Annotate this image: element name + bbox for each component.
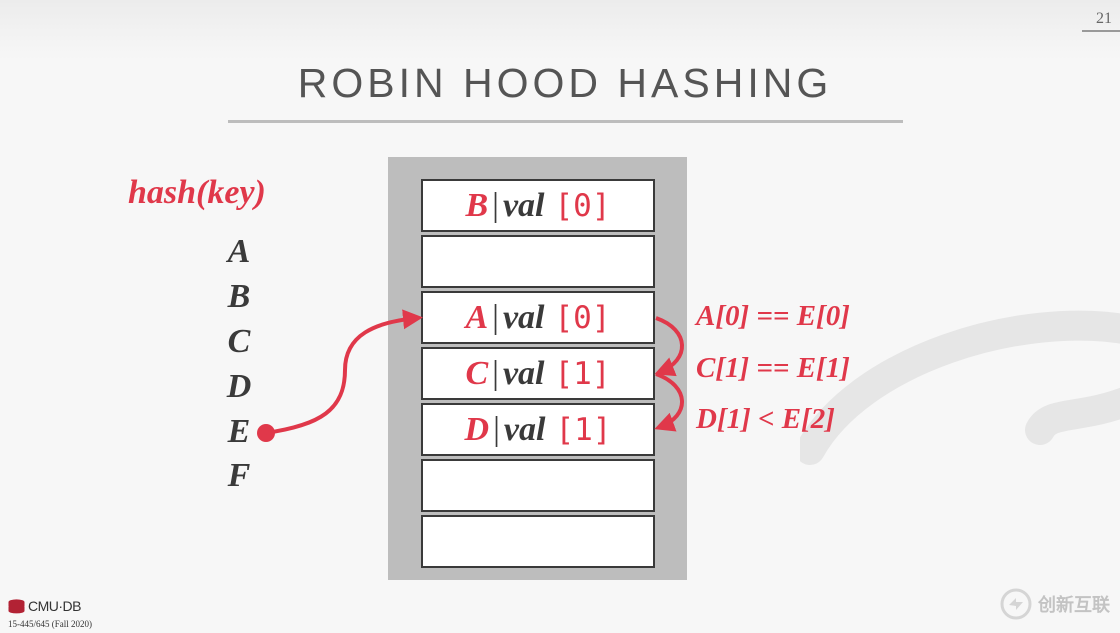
slot-value: val bbox=[502, 354, 545, 392]
key-c: C bbox=[227, 323, 251, 360]
hash-function-label: hash(key) bbox=[128, 174, 266, 211]
slot-value: val bbox=[502, 186, 545, 224]
slot-separator: | bbox=[493, 410, 500, 448]
slot-1 bbox=[421, 235, 655, 288]
key-a: A bbox=[227, 233, 251, 270]
comparison-note: A[0] == E[0] bbox=[696, 300, 850, 332]
slot-distance: [0] bbox=[554, 299, 611, 336]
brand-text: 创新互联 bbox=[1038, 595, 1110, 616]
logo-text: CMU·DB bbox=[28, 598, 82, 614]
slot-2: A | val [0] bbox=[421, 291, 655, 344]
corner-brand: 创新互联 bbox=[1000, 588, 1110, 620]
comparison-note: C[1] == E[1] bbox=[696, 352, 850, 384]
slide-title: ROBIN HOOD HASHING bbox=[297, 60, 833, 106]
key-b: B bbox=[227, 278, 251, 315]
slot-key: A bbox=[465, 298, 489, 336]
slot-distance: [0] bbox=[554, 187, 611, 224]
key-f: F bbox=[227, 457, 251, 494]
slot-value: val bbox=[503, 410, 546, 448]
slide-number: 21 bbox=[1096, 10, 1112, 27]
course-label: 15-445/645 (Fall 2020) bbox=[8, 619, 92, 629]
slot-4: D | val [1] bbox=[421, 403, 655, 456]
brand-icon bbox=[1000, 588, 1032, 620]
slot-key: D bbox=[464, 410, 490, 448]
watermark-swirl-icon bbox=[800, 310, 1120, 465]
title-rule bbox=[228, 120, 903, 123]
cmu-db-logo: CMU·DB bbox=[8, 598, 82, 614]
slot-distance: [1] bbox=[554, 355, 611, 392]
key-d: D bbox=[226, 368, 252, 405]
slot-separator: | bbox=[492, 186, 499, 224]
slot-key: B bbox=[465, 186, 489, 224]
key-e: E bbox=[227, 413, 251, 450]
slot-distance: [1] bbox=[555, 411, 612, 448]
slot-separator: | bbox=[492, 298, 499, 336]
database-icon bbox=[8, 598, 25, 613]
slot-0: B | val [0] bbox=[421, 179, 655, 232]
slot-5 bbox=[421, 459, 655, 512]
slot-value: val bbox=[502, 298, 545, 336]
insert-origin-dot bbox=[257, 424, 275, 442]
slide-number-rule bbox=[1082, 30, 1120, 32]
comparison-note: D[1] < E[2] bbox=[696, 403, 835, 435]
slot-3: C | val [1] bbox=[421, 347, 655, 400]
slot-key: C bbox=[465, 354, 489, 392]
slot-separator: | bbox=[492, 354, 499, 392]
slot-6 bbox=[421, 515, 655, 568]
